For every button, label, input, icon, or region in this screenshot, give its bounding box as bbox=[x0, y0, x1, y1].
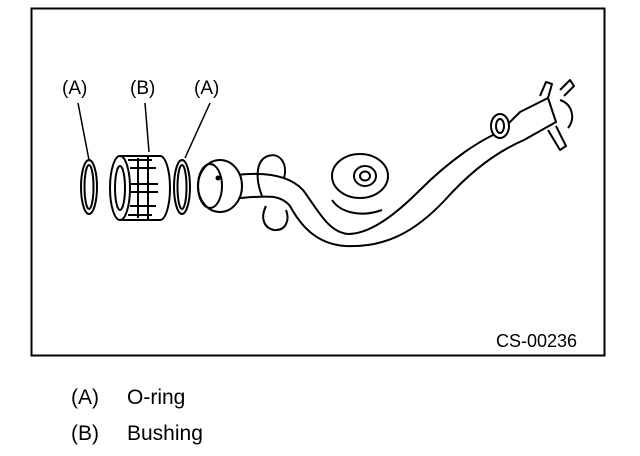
o-ring-left bbox=[80, 159, 98, 215]
callout-a-left: (A) bbox=[62, 78, 88, 99]
o-ring-right bbox=[173, 159, 191, 215]
legend-label: O-ring bbox=[127, 386, 186, 409]
legend-key: (B) bbox=[71, 422, 99, 445]
bushing bbox=[109, 155, 171, 221]
callout-b: (B) bbox=[130, 78, 156, 99]
figure-code: CS-00236 bbox=[496, 331, 578, 351]
shift-rod bbox=[197, 79, 575, 248]
legend-item-o-ring: (A) O-ring bbox=[71, 386, 185, 410]
legend-item-bushing: (B) Bushing bbox=[71, 422, 203, 446]
figure-frame bbox=[30, 7, 606, 357]
legend-label: Bushing bbox=[127, 422, 203, 445]
leader-line-a-left bbox=[77, 102, 90, 161]
legend-key: (A) bbox=[71, 386, 99, 409]
leader-line-b bbox=[144, 102, 150, 153]
callout-a-right: (A) bbox=[194, 78, 220, 99]
leader-line-a-right bbox=[184, 102, 211, 159]
